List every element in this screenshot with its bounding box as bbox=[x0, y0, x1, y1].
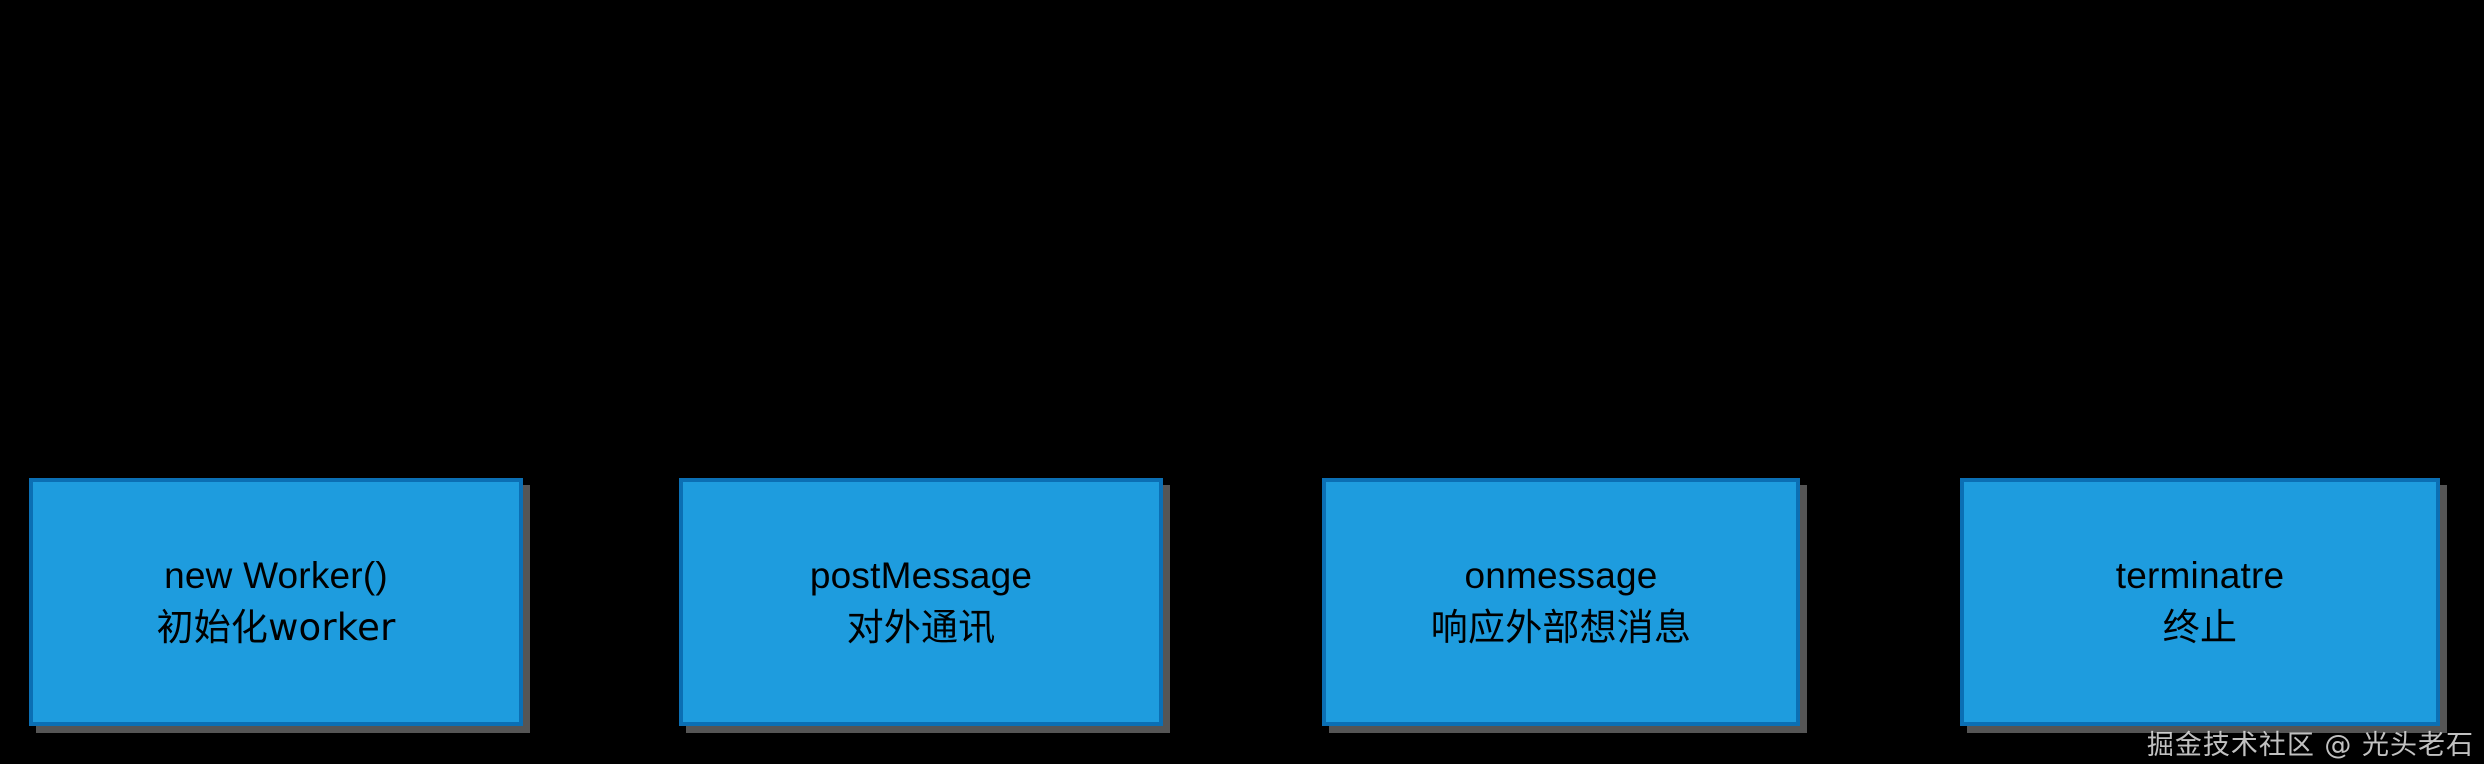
node-title: new Worker() bbox=[164, 555, 388, 596]
diagram-node-terminate[interactable]: terminatre 终止 bbox=[1960, 478, 2440, 726]
node-title: postMessage bbox=[809, 555, 1033, 596]
node-subtitle: 终止 bbox=[2162, 606, 2238, 649]
watermark-text: 掘金技术社区 @ 光头老石 bbox=[2146, 730, 2474, 761]
node-subtitle: 对外通讯 bbox=[846, 606, 996, 649]
diagram-node-post-message[interactable]: postMessage 对外通讯 bbox=[679, 478, 1163, 726]
node-subtitle: 初始化worker bbox=[156, 606, 396, 649]
node-title: terminatre bbox=[2115, 555, 2285, 596]
diagram-node-onmessage[interactable]: onmessage 响应外部想消息 bbox=[1322, 478, 1800, 726]
diagram-node-new-worker[interactable]: new Worker() 初始化worker bbox=[29, 478, 523, 726]
node-title: onmessage bbox=[1464, 555, 1658, 596]
node-subtitle: 响应外部想消息 bbox=[1430, 606, 1692, 649]
